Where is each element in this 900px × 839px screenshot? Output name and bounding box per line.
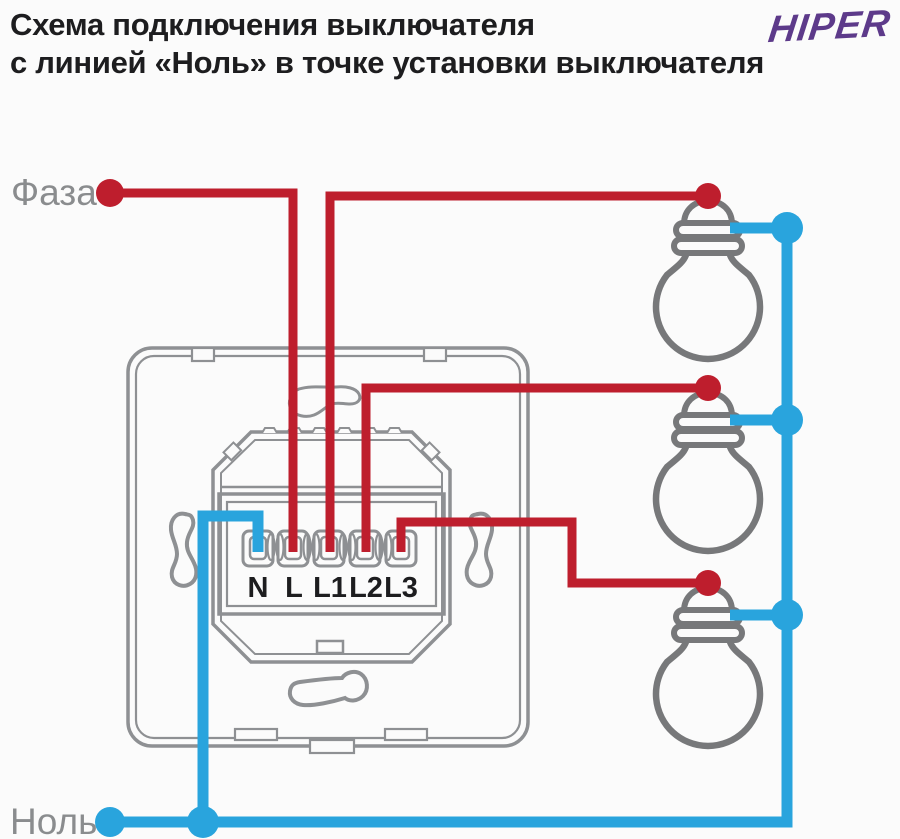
terminal-dividers [266, 532, 393, 562]
page-title-line1: Схема подключения выключателя [10, 7, 535, 42]
junction-dot [771, 599, 803, 631]
phase-label: Фаза [11, 172, 97, 213]
slope-notch-left [222, 441, 243, 462]
junction-dot [771, 404, 803, 436]
neutral-label: Ноль [10, 801, 98, 839]
phase-dot [96, 179, 124, 207]
plate-bottom-tab [233, 727, 279, 742]
l2-wire [361, 383, 704, 552]
terminal-label-l2: L2 [349, 572, 383, 604]
bulb1-phase-dot [695, 183, 721, 209]
l3-wire [396, 517, 704, 588]
module-clip [315, 639, 345, 655]
l1-wire [325, 191, 704, 552]
phase-wire [110, 188, 298, 552]
bulb2-phase-dot [695, 375, 721, 401]
plate-bottom-tab [308, 738, 356, 755]
plate-bottom-tab [383, 727, 429, 742]
terminal-label-l: L [285, 572, 303, 604]
neutral-dot [95, 807, 125, 837]
terminal-label-l3: L3 [384, 572, 418, 604]
page-title-line2: с линией «Ноль» в точке установки выключ… [10, 45, 765, 80]
plate-top-notch [422, 346, 448, 363]
junction-dot [771, 212, 803, 244]
mounting-claw-left [168, 511, 199, 588]
terminal-label-n: N [247, 572, 269, 604]
junction-dot [187, 806, 219, 838]
brand-logo: HIPER [765, 2, 894, 52]
neutral-branch-wire [197, 510, 264, 822]
plate-key-hole-bottom [287, 669, 369, 708]
page-title: Схема подключения выключателя с линией «… [10, 6, 764, 82]
bulb3-phase-dot [695, 570, 721, 596]
slope-notch-right [420, 441, 441, 462]
terminal-label-l1: L1 [313, 572, 347, 604]
plate-top-notch [190, 346, 216, 363]
